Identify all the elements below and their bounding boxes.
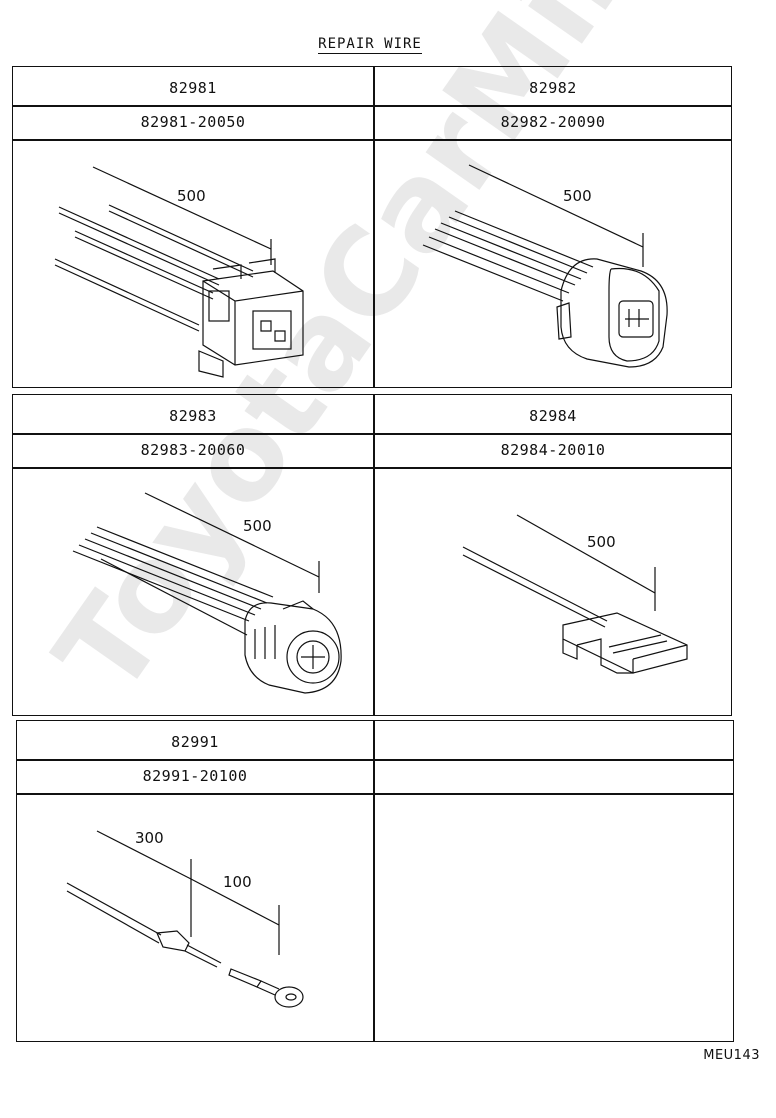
item-cell-82982: 82982 82982-20090 500 xyxy=(373,67,733,387)
part-number: 82981-20050 xyxy=(140,113,246,131)
part-number: 82984-20010 xyxy=(500,441,606,459)
item-cell-82981: 82981 82981-20050 500 xyxy=(13,67,373,387)
item-code: 82982 xyxy=(529,79,577,97)
item-cell-empty xyxy=(373,721,733,1041)
item-code: 82983 xyxy=(169,407,217,425)
length-label: 500 xyxy=(177,187,206,205)
parts-table-1: 82981 82981-20050 500 82982 82982-20090 … xyxy=(12,66,732,388)
connector-diagram: 500 xyxy=(462,514,688,674)
part-number: 82983-20060 xyxy=(140,441,246,459)
item-code: 82981 xyxy=(169,79,217,97)
figure-code: MEU143 xyxy=(703,1048,760,1063)
length-label: 500 xyxy=(563,187,592,205)
item-cell-82984: 82984 82984-20010 500 xyxy=(373,395,733,715)
length-label: 500 xyxy=(243,517,272,535)
part-number: 82991-20100 xyxy=(142,767,248,785)
terminal-diagram: 300 100 xyxy=(66,829,304,1008)
connector-diagram: 500 xyxy=(72,492,342,694)
parts-table-3: 82991 82991-20100 300 100 xyxy=(16,720,734,1042)
page-title: REPAIR WIRE xyxy=(318,36,422,54)
length-label: 500 xyxy=(587,533,616,551)
connector-diagram: 500 xyxy=(54,166,304,378)
parts-table-2: 82983 82983-20060 500 82984 82984-20010 … xyxy=(12,394,732,716)
item-code: 82991 xyxy=(171,733,219,751)
length-label: 100 xyxy=(223,873,252,891)
item-cell-82991: 82991 82991-20100 300 100 xyxy=(17,721,373,1041)
length-label: 300 xyxy=(135,829,164,847)
connector-diagram: 500 xyxy=(422,164,668,368)
item-cell-82983: 82983 82983-20060 500 xyxy=(13,395,373,715)
part-number: 82982-20090 xyxy=(500,113,606,131)
item-code: 82984 xyxy=(529,407,577,425)
